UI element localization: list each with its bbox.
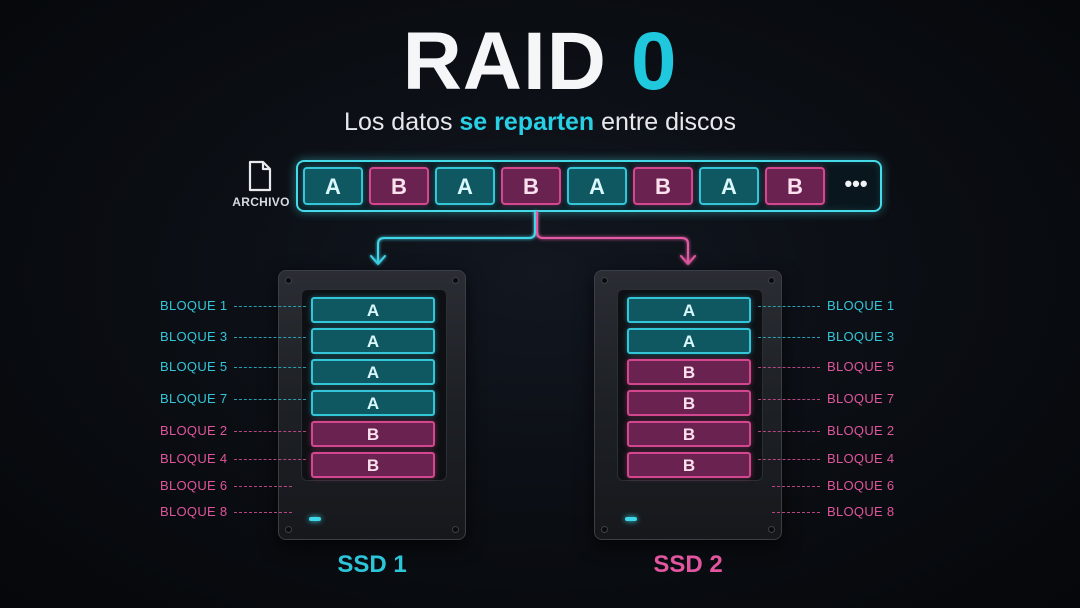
ssd-2-leader-line bbox=[772, 512, 820, 513]
ssd-1-label-6: BLOQUE 4 bbox=[160, 451, 228, 466]
ssd-1-led bbox=[309, 517, 321, 521]
more-blocks-indicator: ••• bbox=[844, 171, 868, 196]
connector-line-ssd1 bbox=[377, 211, 536, 263]
connector-line-ssd2 bbox=[536, 211, 689, 263]
ssd-1-label-8: BLOQUE 8 bbox=[160, 504, 228, 519]
file-block-2: B bbox=[369, 167, 429, 205]
subtitle: Los datos se reparten entre discos bbox=[0, 104, 1080, 140]
ssd-2-label-8: BLOQUE 8 bbox=[827, 504, 895, 519]
ssd-1-block-2: A bbox=[311, 328, 435, 354]
ssd-2-block-1: A bbox=[627, 297, 751, 323]
screw bbox=[285, 526, 292, 533]
file-block-3: A bbox=[435, 167, 495, 205]
screw bbox=[452, 277, 459, 284]
ssd-1-label-1: BLOQUE 1 bbox=[160, 298, 228, 313]
ssd-1-label-7: BLOQUE 6 bbox=[160, 478, 228, 493]
ssd-2-label-5: BLOQUE 2 bbox=[827, 423, 895, 438]
ssd-2-label-6: BLOQUE 4 bbox=[827, 451, 895, 466]
ssd-2-leader-line bbox=[758, 459, 820, 460]
ssd-2-block-4: B bbox=[627, 390, 751, 416]
screw bbox=[768, 526, 775, 533]
ssd-2-block-6: B bbox=[627, 452, 751, 478]
ssd-2-leader-line bbox=[758, 399, 820, 400]
screw bbox=[601, 277, 608, 284]
ssd-2-led bbox=[625, 517, 637, 521]
ssd-1-leader-line bbox=[234, 459, 306, 460]
ssd-1-block-5: B bbox=[311, 421, 435, 447]
ssd-2-leader-line bbox=[758, 367, 820, 368]
ssd-2-block-5: B bbox=[627, 421, 751, 447]
ssd-2-label-4: BLOQUE 7 bbox=[827, 391, 895, 406]
screw bbox=[452, 526, 459, 533]
file-block-8: B bbox=[765, 167, 825, 205]
file-block-5: A bbox=[567, 167, 627, 205]
ssd-1-block-3: A bbox=[311, 359, 435, 385]
screw bbox=[768, 277, 775, 284]
arrowhead-ssd1 bbox=[370, 255, 386, 265]
ssd-1-label-2: BLOQUE 3 bbox=[160, 329, 228, 344]
ssd-1-block-4: A bbox=[311, 390, 435, 416]
ssd-1-title: SSD 1 bbox=[337, 551, 407, 578]
file-block-1: A bbox=[303, 167, 363, 205]
ssd-1-leader-line bbox=[234, 367, 306, 368]
file-icon bbox=[248, 160, 272, 192]
ssd-1-leader-line bbox=[234, 337, 306, 338]
ssd-2-leader-line bbox=[758, 306, 820, 307]
title-accent: 0 bbox=[630, 16, 678, 107]
subtitle-emphasis: se reparten bbox=[459, 108, 595, 136]
ssd-2-leader-line bbox=[758, 337, 820, 338]
ssd-1-label-3: BLOQUE 5 bbox=[160, 359, 228, 374]
file-block-4: B bbox=[501, 167, 561, 205]
ssd-1-block-1: A bbox=[311, 297, 435, 323]
file-block-6: B bbox=[633, 167, 693, 205]
ssd-2-label-1: BLOQUE 1 bbox=[827, 298, 895, 313]
ssd-2-label-3: BLOQUE 5 bbox=[827, 359, 895, 374]
ssd-1-label-5: BLOQUE 2 bbox=[160, 423, 228, 438]
ssd-2-leader-line bbox=[758, 431, 820, 432]
ssd-1-leader-line bbox=[234, 431, 306, 432]
subtitle-after: entre discos bbox=[594, 108, 736, 136]
ssd-2-leader-line bbox=[772, 486, 820, 487]
ssd-1-leader-line bbox=[234, 512, 292, 513]
ssd-1-label-4: BLOQUE 7 bbox=[160, 391, 228, 406]
screw bbox=[285, 277, 292, 284]
file-label: ARCHIVO bbox=[232, 195, 290, 209]
subtitle-before: Los datos bbox=[344, 108, 460, 136]
screw bbox=[601, 526, 608, 533]
ssd-2-label-2: BLOQUE 3 bbox=[827, 329, 895, 344]
ssd-1-block-6: B bbox=[311, 452, 435, 478]
ssd-2-block-3: B bbox=[627, 359, 751, 385]
arrowhead-ssd2 bbox=[680, 255, 696, 265]
ssd-1-leader-line bbox=[234, 306, 306, 307]
file-block-7: A bbox=[699, 167, 759, 205]
ssd-2-title: SSD 2 bbox=[653, 551, 723, 578]
page-title: RAID 0 bbox=[0, 14, 1080, 110]
ssd-2-block-2: A bbox=[627, 328, 751, 354]
ssd-1-leader-line bbox=[234, 399, 306, 400]
title-main: RAID bbox=[402, 16, 608, 107]
ssd-1-leader-line bbox=[234, 486, 292, 487]
ssd-2-label-7: BLOQUE 6 bbox=[827, 478, 895, 493]
